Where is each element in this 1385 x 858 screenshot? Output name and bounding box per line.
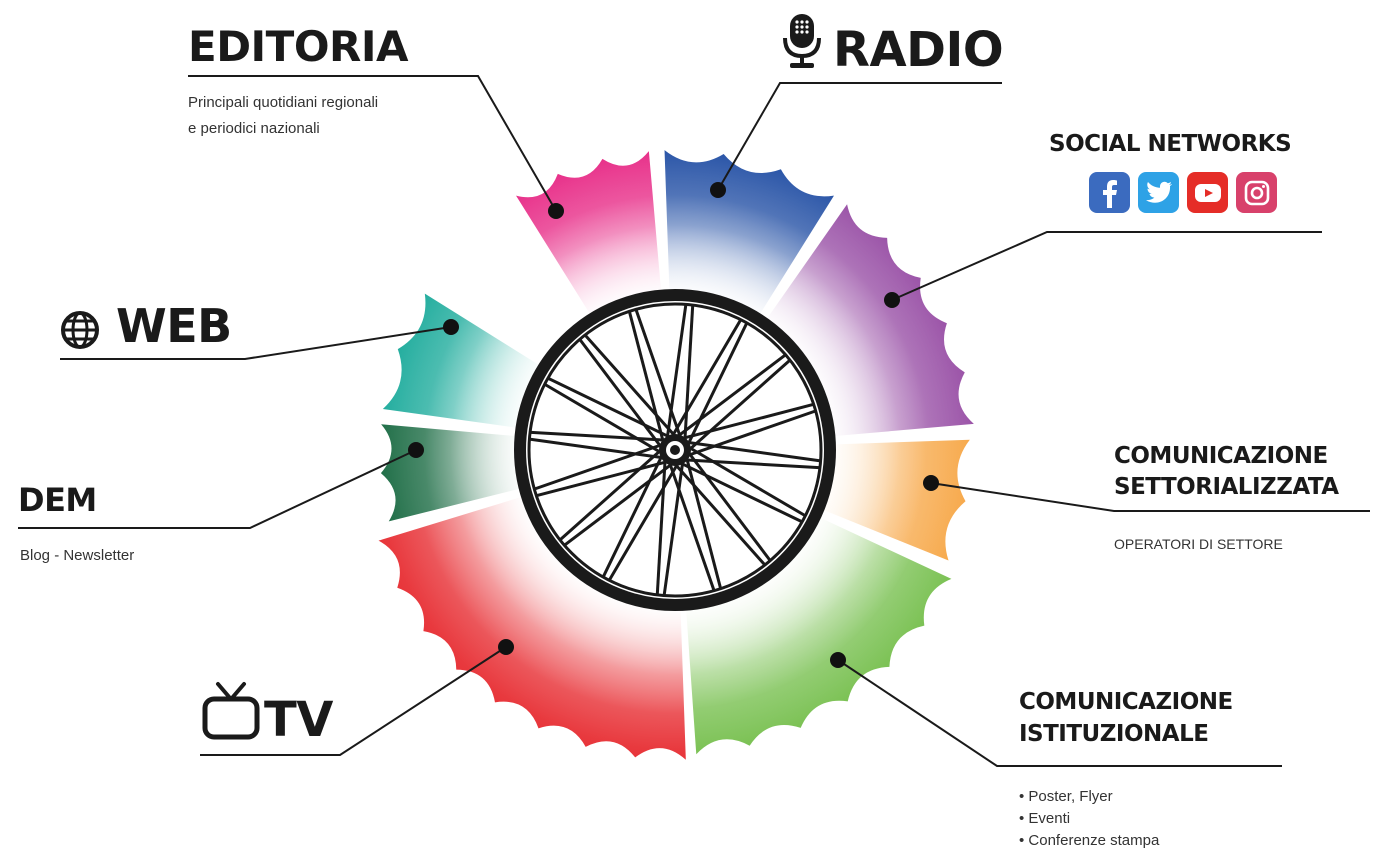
editoria-title: EDITORIA <box>188 22 409 71</box>
settorializzata-title-line1: COMUNICAZIONE <box>1114 443 1328 469</box>
istituzionale-item: • Poster, Flyer <box>1019 788 1113 805</box>
leader-line-dem <box>18 449 417 529</box>
marker-dot-editoria <box>548 203 564 219</box>
leader-line-editoria <box>188 75 557 212</box>
globe-icon <box>60 310 100 354</box>
istituzionale-title-line2: ISTITUZIONALE <box>1019 721 1209 747</box>
istituzionale-title-line1: COMUNICAZIONE <box>1019 689 1233 715</box>
leader-line-social <box>891 231 1322 301</box>
settorializzata-title-line2: SETTORIALIZZATA <box>1114 474 1339 500</box>
editoria-desc-line2: e periodici nazionali <box>188 120 320 137</box>
istituzionale-item: • Conferenze stampa <box>1019 832 1160 849</box>
marker-dot-radio <box>710 182 726 198</box>
dem-desc: Blog - Newsletter <box>20 547 135 564</box>
marker-dot-tv <box>498 639 514 655</box>
settorializzata-desc: OPERATORI DI SETTORE <box>1114 536 1283 552</box>
leader-line-radio <box>717 82 1002 191</box>
leader-line-istituzionale <box>837 659 1282 767</box>
facebook-icon[interactable] <box>1089 172 1130 213</box>
twitter-icon[interactable] <box>1138 172 1179 213</box>
editoria-desc-line1: Principali quotidiani regionali <box>188 94 379 111</box>
dem-title: DEM <box>18 481 97 519</box>
wheel-axle <box>670 445 680 455</box>
istituzionale-item: • Eventi <box>1019 810 1071 827</box>
leader-line-settoriale <box>930 482 1370 512</box>
radio-title: RADIO <box>833 22 1004 78</box>
leader-line-web <box>60 326 452 360</box>
tv-title: TV <box>264 692 333 748</box>
marker-dot-dem <box>408 442 424 458</box>
marker-dot-web <box>443 319 459 335</box>
marker-dot-settoriale <box>923 475 939 491</box>
instagram-icon[interactable] <box>1236 172 1277 213</box>
wheel-rim <box>527 302 823 598</box>
bicycle-wheel <box>514 289 836 611</box>
microphone-icon <box>782 12 822 74</box>
youtube-icon[interactable] <box>1187 172 1228 213</box>
social-networks-title: SOCIAL NETWORKS <box>1049 131 1292 157</box>
leader-line-tv <box>200 646 507 756</box>
marker-dot-istituzionale <box>830 652 846 668</box>
marker-dot-social <box>884 292 900 308</box>
tv-icon <box>200 680 262 746</box>
web-title: WEB <box>116 299 232 353</box>
istituzionale-list: • Poster, Flyer • Eventi • Conferenze st… <box>1019 786 1159 852</box>
leader-lines <box>18 75 1370 767</box>
wheel-spokes <box>530 305 820 595</box>
social-icons-row <box>1089 172 1277 213</box>
wheel-tire <box>514 289 836 611</box>
